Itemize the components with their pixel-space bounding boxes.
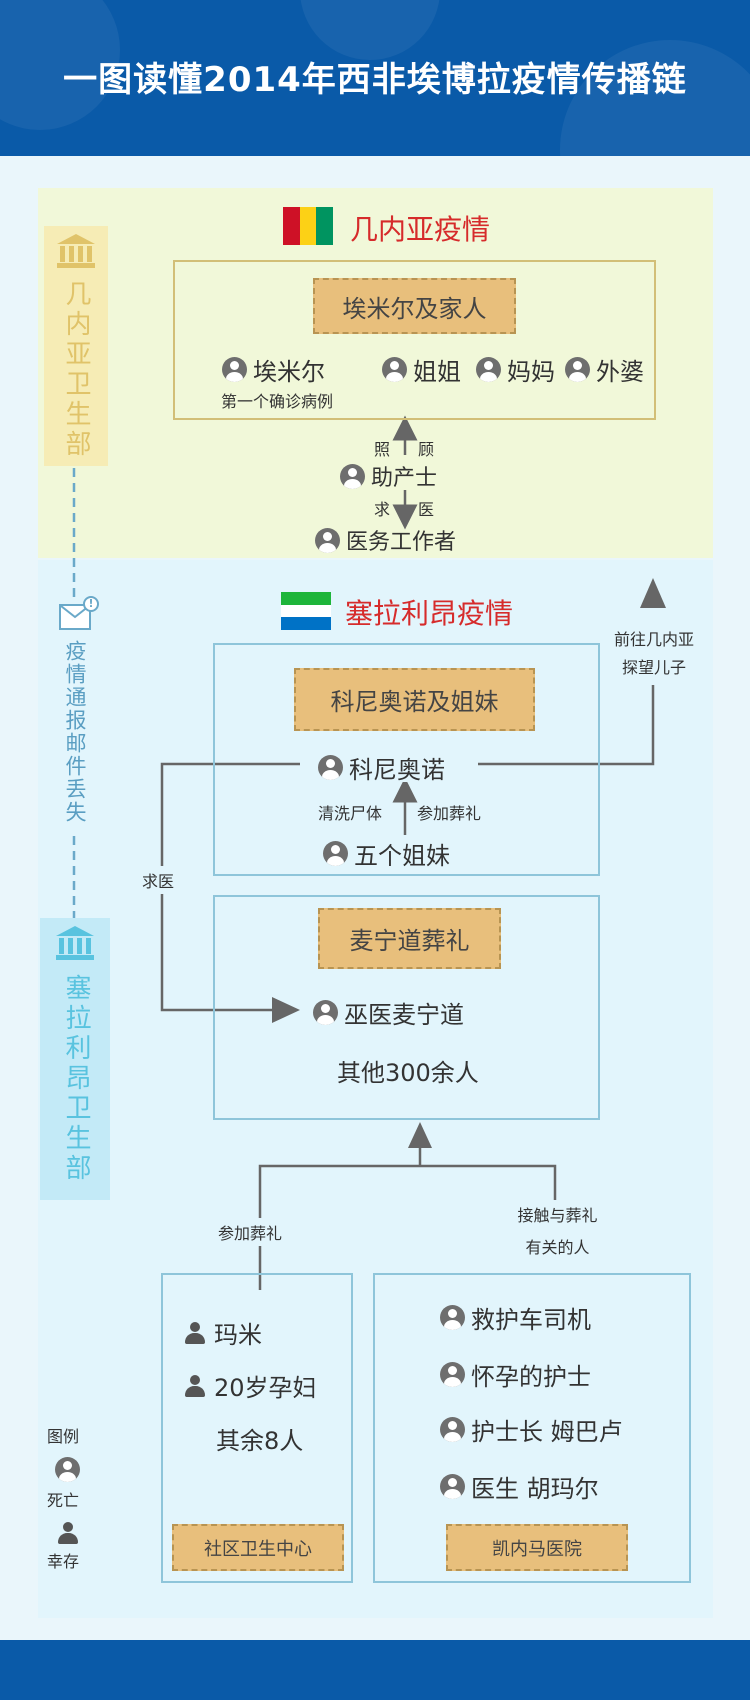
sierra-ministry-panel (40, 918, 110, 1200)
sierra-leone-section (38, 560, 713, 1618)
to-guinea-label: 前往几内亚 探望儿子 (600, 626, 708, 682)
deceased-icon (440, 1417, 465, 1442)
koni-tag: 科尼奥诺及姐妹 (294, 668, 535, 731)
contact-funeral-label: 接触与葬礼 有关的人 (500, 1200, 615, 1264)
guinea-section-title: 几内亚疫情 (350, 213, 491, 246)
sierra-section-title: 塞拉利昂疫情 (345, 597, 514, 630)
seek-doctor-label: 求医 (142, 866, 175, 894)
guinea-family-box (173, 260, 656, 420)
person-midwife: 助产士 (340, 460, 437, 492)
attend-funeral-2-label: 参加葬礼 (218, 1218, 283, 1246)
koni-box (213, 643, 600, 876)
guinea-flag (283, 207, 334, 245)
funeral-box (213, 895, 600, 1120)
header-banner (0, 0, 750, 156)
deceased-icon (382, 357, 407, 382)
deceased-icon (476, 357, 501, 382)
kenema-hospital-tag: 凯内马医院 (446, 1524, 628, 1571)
deceased-icon (440, 1362, 465, 1387)
deceased-icon (315, 527, 340, 553)
person-pregnant: 20岁孕妇 (184, 1368, 317, 1403)
survivor-icon (184, 1321, 206, 1344)
person-koni: 科尼奥诺 (318, 750, 445, 785)
sierra-ministry-icon (56, 926, 94, 960)
funeral-tag: 麦宁道葬礼 (318, 908, 501, 969)
legend-dead-label: 死亡 (47, 1491, 80, 1510)
care-label-right: 顾 (418, 440, 435, 459)
guinea-section (38, 188, 713, 558)
person-head-nurse: 护士长 姆巴卢 (440, 1412, 623, 1447)
arrow-seek-doctor-head (272, 997, 300, 1023)
mail-icon: ! (59, 596, 99, 630)
person-sister: 姐姐 (382, 352, 461, 387)
guinea-family-tag: 埃米尔及家人 (313, 278, 516, 334)
deceased-icon (323, 841, 348, 866)
seek-label-left: 求 (374, 500, 391, 519)
emil-note: 第一个确诊病例 (221, 392, 334, 411)
person-medical-worker: 医务工作者 (315, 524, 456, 556)
fork-arrow-head (408, 1122, 432, 1148)
arrow-to-guinea (478, 685, 655, 766)
guinea-ministry-icon (57, 234, 95, 268)
person-ambulance-driver: 救护车司机 (440, 1300, 591, 1335)
deceased-icon (340, 463, 365, 489)
person-witch-doctor: 巫医麦宁道 (313, 995, 464, 1030)
sierra-ministry-label: 塞拉利昂卫生部 (61, 974, 91, 1184)
deceased-icon (440, 1474, 465, 1499)
person-mother: 妈妈 (476, 352, 555, 387)
guinea-ministry-label: 几内亚卫生部 (61, 280, 91, 460)
legend-survived-label: 幸存 (47, 1552, 80, 1571)
wash-body-label: 清洗尸体 (318, 804, 383, 823)
sierra-leone-flag (281, 592, 331, 631)
kenema-hospital-box (373, 1273, 691, 1583)
seek-label-right: 医 (418, 500, 435, 519)
legend-survived-icon (57, 1522, 79, 1544)
person-mami: 玛米 (184, 1315, 262, 1350)
deceased-icon (222, 357, 247, 382)
survivor-icon (184, 1374, 206, 1397)
community-rest: 其余8人 (216, 1427, 304, 1455)
person-doctor: 医生 胡玛尔 (440, 1469, 599, 1504)
person-five-sisters: 五个姐妹 (323, 836, 450, 871)
community-center-tag: 社区卫生中心 (172, 1524, 344, 1571)
mail-lost-label: 疫情通报邮件丢失 (63, 640, 87, 824)
person-pregnant-nurse: 怀孕的护士 (440, 1357, 591, 1392)
person-grandma: 外婆 (565, 352, 644, 387)
community-center-box (161, 1273, 353, 1583)
legend-dead-icon (55, 1457, 80, 1482)
deceased-icon (313, 1000, 338, 1025)
legend-title: 图例 (47, 1427, 80, 1446)
arrow-to-guinea-head (640, 578, 666, 608)
person-emil: 埃米尔 (222, 352, 325, 387)
deceased-icon (440, 1305, 465, 1330)
care-label-left: 照 (374, 440, 391, 459)
attend-funeral-label: 参加葬礼 (417, 804, 482, 823)
deceased-icon (318, 755, 343, 780)
page-title: 一图读懂2014年西非埃博拉疫情传播链 (63, 60, 687, 100)
others-300: 其他300余人 (337, 1059, 479, 1087)
deceased-icon (565, 357, 590, 382)
footer-banner (0, 1640, 750, 1700)
